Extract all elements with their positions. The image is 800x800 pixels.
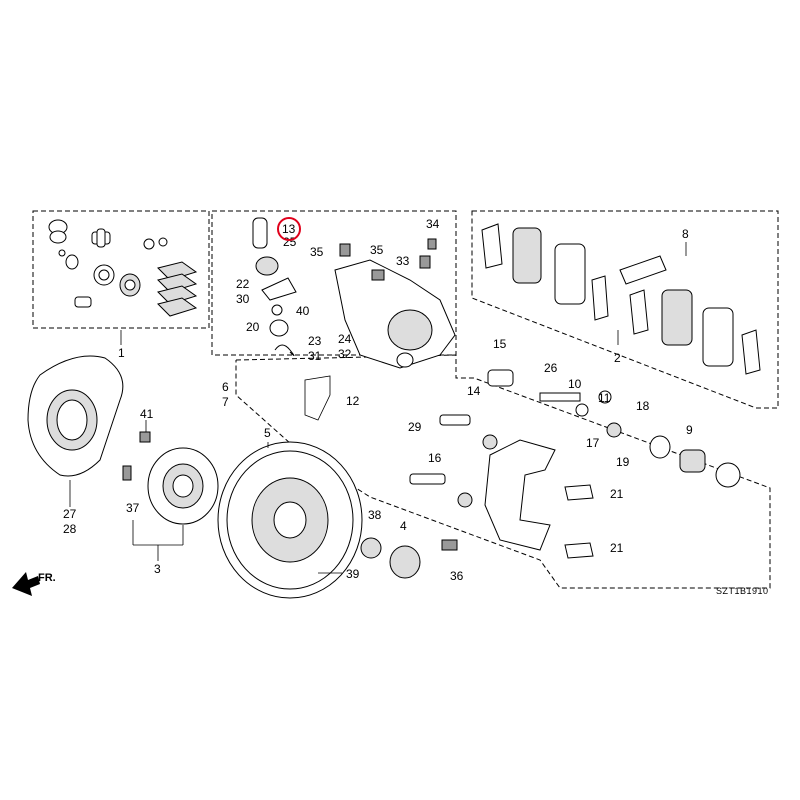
callout-36: 36: [450, 569, 464, 583]
callout-35b: 35: [370, 243, 384, 257]
callout-11: 11: [598, 391, 611, 405]
callout-23: 23: [308, 334, 322, 348]
callout-38: 38: [368, 508, 382, 522]
callout-31: 31: [308, 349, 322, 363]
callout-13: 13: [282, 222, 296, 236]
callout-16: 16: [428, 451, 442, 465]
drawing-code: SZT1B1910: [716, 586, 769, 596]
callout-41: 41: [140, 407, 154, 421]
callout-2: 2: [614, 351, 621, 365]
highlight-circle: [277, 217, 301, 241]
callout-26: 26: [544, 361, 558, 375]
callout-20: 20: [246, 320, 260, 334]
callout-14: 14: [467, 384, 481, 398]
callout-19: 19: [616, 455, 630, 469]
callout-27: 27: [63, 507, 77, 521]
callout-21b: 21: [610, 541, 624, 555]
callout-8: 8: [682, 227, 689, 241]
callout-29: 29: [408, 420, 422, 434]
callout-33: 33: [396, 254, 410, 268]
direction-arrow: FR.: [12, 572, 56, 596]
callout-12: 12: [346, 394, 360, 408]
hub-assembly: [122, 447, 219, 525]
seal-kit-box: [32, 210, 210, 329]
callout-32: 32: [338, 347, 352, 361]
callout-17: 17: [586, 436, 600, 450]
callout-40: 40: [296, 304, 310, 318]
callout-4: 4: [400, 519, 407, 533]
callout-18: 18: [636, 399, 650, 413]
seal-kit-parts: [48, 219, 198, 317]
callout-21a: 21: [610, 487, 624, 501]
callout-34: 34: [426, 217, 440, 231]
callout-labels: 1 2 3 4 5 6 7 8 9 10 11 12 13 14 15 16 1…: [63, 217, 693, 583]
callout-37: 37: [126, 501, 140, 515]
piston-parts: [318, 369, 741, 579]
callout-7: 7: [222, 395, 229, 409]
caliper-small-parts: [252, 217, 331, 421]
callout-28: 28: [63, 522, 77, 536]
backing-plate: [27, 355, 151, 477]
caliper-body: [334, 238, 456, 369]
callout-3: 3: [154, 562, 161, 576]
callout-35a: 35: [310, 245, 324, 259]
callout-25: 25: [283, 235, 297, 249]
callout-5: 5: [264, 426, 271, 440]
pad-set-box: [471, 210, 779, 409]
brake-pads: [481, 223, 761, 375]
callout-22: 22: [236, 277, 250, 291]
callout-1: 1: [118, 346, 125, 360]
caliper-bracket: [484, 439, 556, 551]
callout-24: 24: [338, 332, 352, 346]
callout-6: 6: [222, 380, 229, 394]
callout-9: 9: [686, 423, 693, 437]
callout-30: 30: [236, 292, 250, 306]
direction-label: FR.: [38, 572, 56, 584]
callout-10: 10: [568, 377, 582, 391]
callout-39: 39: [346, 567, 360, 581]
callout-15: 15: [493, 337, 507, 351]
brake-disc: [217, 441, 363, 599]
